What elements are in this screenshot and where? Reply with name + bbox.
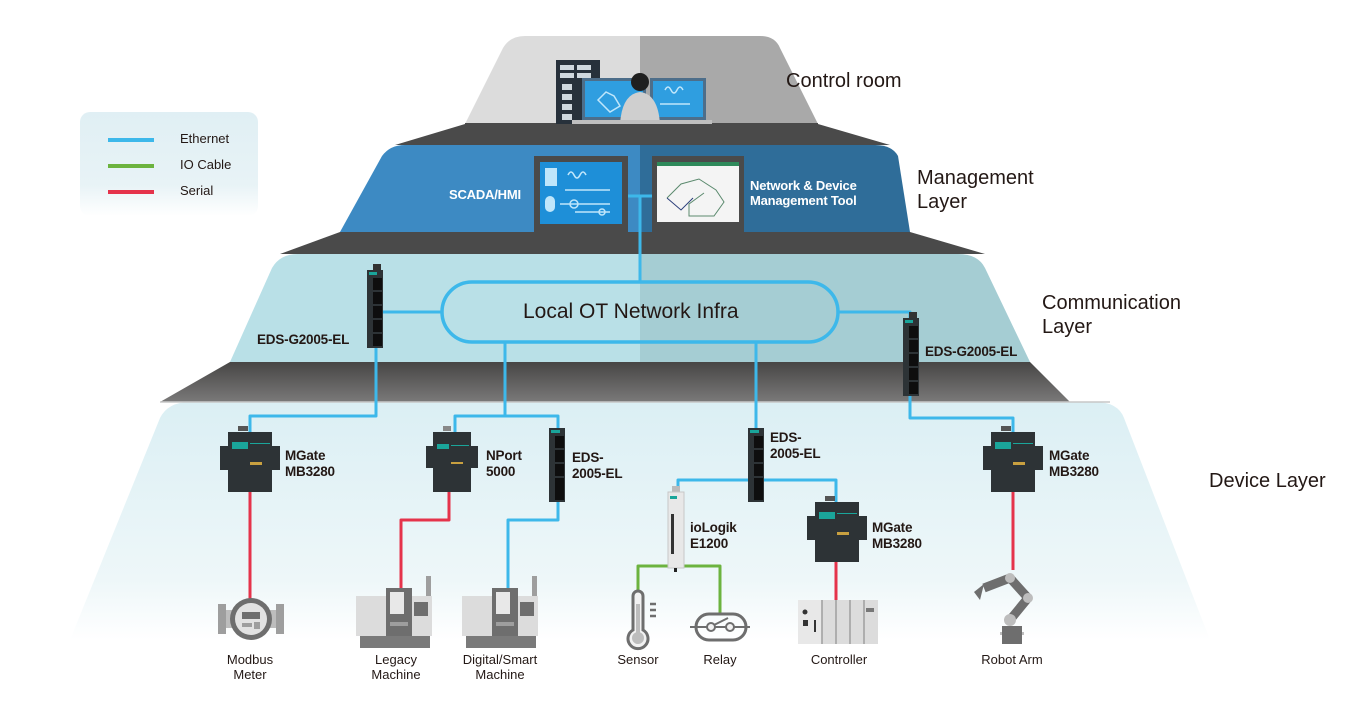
device-layer-bg: [70, 402, 1210, 640]
mgate-mb3280-3-device: [983, 426, 1043, 492]
ethernet-link-infra-nport-eds: [453, 342, 560, 434]
nport-5000-device: [426, 426, 478, 492]
legend-label: Serial: [180, 183, 214, 198]
controller-label: Controller: [810, 652, 868, 667]
modbus-meter-icon: [218, 598, 284, 640]
ethernet-link-eds2-mgate2: [762, 478, 838, 502]
serial-link-nport-legacy: [399, 492, 451, 592]
legend-item-ethernet: Ethernet: [80, 130, 258, 150]
io-link-iologik-relay: [676, 564, 722, 614]
eds-g2005-left-label: EDS-G2005-EL: [257, 332, 350, 347]
connections: [248, 194, 1015, 614]
control-room-title: Control room: [786, 70, 902, 92]
ethernet-link-eds-right-mgate3: [908, 392, 1015, 432]
io-link-iologik-sensor: [636, 564, 676, 594]
robot-arm-label: Robot Arm: [981, 652, 1043, 667]
nport-5000-label: NPort 5000: [486, 448, 522, 479]
eds-g2005-right-switch: [903, 312, 919, 396]
communication-layer-bg: [230, 254, 1030, 362]
legend-item-serial: Serial: [80, 182, 258, 202]
device-layer-title: Device Layer: [1209, 470, 1326, 492]
relay-label: Relay: [703, 652, 737, 667]
eds-g2005-right-label: EDS-G2005-EL: [925, 344, 1018, 359]
eds-g2005-left-switch: [367, 264, 383, 348]
relay-icon: [690, 612, 750, 642]
mgate-mb3280-2-device: [807, 496, 867, 562]
io-cable-line-swatch: [108, 164, 154, 168]
smart-machine-icon: [462, 576, 538, 648]
comm-layer-shadow: [160, 362, 1070, 402]
ot-network-infra-label: Local OT Network Infra: [523, 300, 739, 323]
sensor-label: Sensor: [617, 652, 659, 667]
control-room-shadow: [395, 124, 890, 145]
management-layer-title: Management Layer: [917, 167, 1034, 213]
ethernet-link-eds-smart-machine: [506, 500, 560, 592]
legend-item-io-cable: IO Cable: [80, 156, 258, 176]
ethernet-link-eds-left-mgate1: [248, 346, 378, 434]
control-room-illustration: [556, 60, 712, 124]
eds-2005-left-switch: [549, 428, 565, 502]
mgate-mb3280-1-label: MGate MB3280: [285, 448, 335, 479]
scada-hmi-label: SCADA/HMI: [449, 187, 521, 202]
eds-2005-left-label: EDS- 2005-EL: [572, 450, 623, 481]
legacy-machine-icon: [356, 576, 432, 648]
legend-label: Ethernet: [180, 131, 230, 146]
mgate-mb3280-1-device: [220, 426, 280, 492]
eds-2005-right-label: EDS- 2005-EL: [770, 430, 821, 461]
controller-plc-icon: [798, 600, 878, 644]
mgmt-layer-shadow: [280, 232, 985, 254]
mgate-mb3280-3-label: MGate MB3280: [1049, 448, 1099, 479]
sensor-thermometer-icon: [626, 589, 656, 651]
modbus-meter-label: Modbus Meter: [226, 652, 274, 683]
ethernet-line-swatch: [108, 138, 154, 142]
robot-arm-icon: [974, 573, 1033, 644]
iologik-e1200-device: [667, 486, 685, 572]
legacy-machine-label: Legacy Machine: [371, 652, 421, 683]
iologik-e1200-label: ioLogik E1200: [690, 520, 737, 551]
communication-layer-title: Communication Layer: [1042, 292, 1181, 338]
serial-line-swatch: [108, 190, 154, 194]
network-management-tool-screen: [652, 156, 744, 232]
smart-machine-label: Digital/Smart Machine: [462, 652, 538, 683]
legend: Ethernet IO Cable Serial: [80, 112, 258, 216]
mgate-mb3280-2-label: MGate MB3280: [872, 520, 922, 551]
eds-2005-right-switch: [748, 428, 764, 502]
scada-hmi-screen: [534, 156, 628, 232]
management-tool-label: Network & Device Management Tool: [750, 178, 857, 209]
legend-label: IO Cable: [180, 157, 232, 172]
